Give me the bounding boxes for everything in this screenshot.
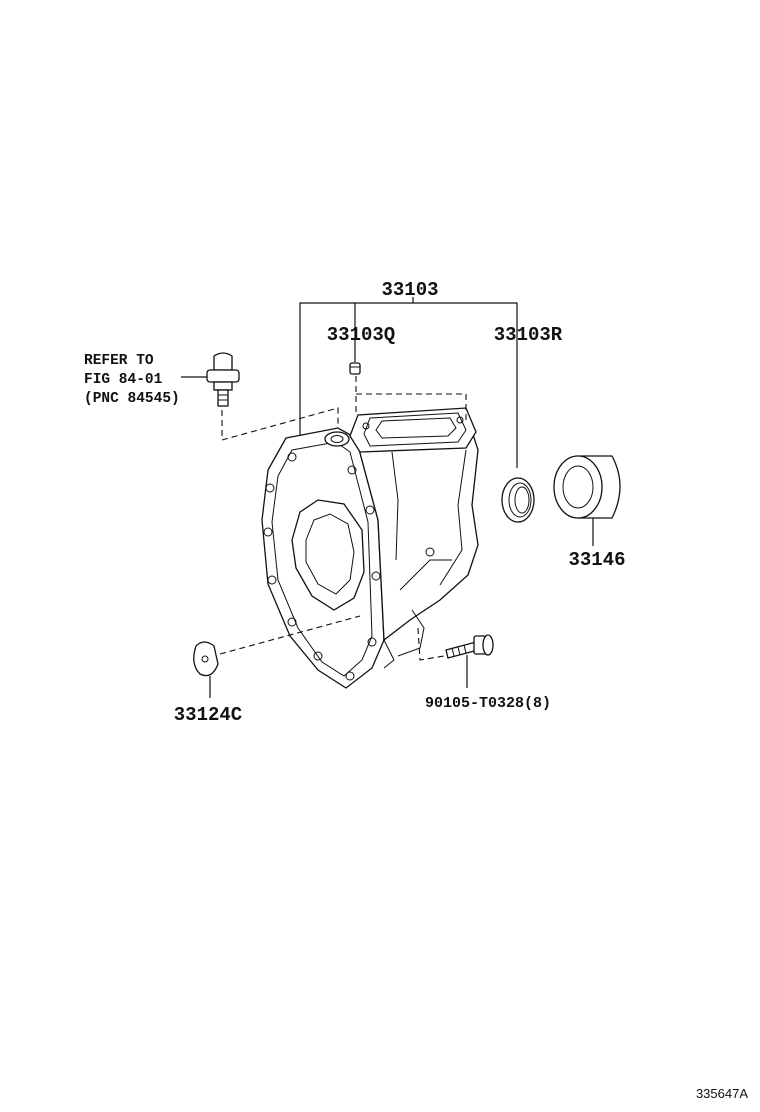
oil-seal-part: [501, 477, 535, 523]
flange-bolt-holes: [263, 416, 464, 681]
label-refer-line3: (PNC 84545): [84, 391, 180, 407]
label-seal: 33103R: [494, 324, 563, 346]
label-plate: 33124C: [174, 704, 242, 726]
label-cover: 33146: [568, 549, 625, 571]
label-plug: 33103Q: [327, 324, 395, 346]
cover-part: [553, 455, 621, 519]
label-bolt: 90105-T0328(8): [425, 695, 551, 712]
diagram-id: 335647A: [696, 1086, 748, 1101]
label-refer-line1: REFER TO: [84, 353, 154, 369]
assembly-bracket: [299, 297, 518, 468]
plate-part: [193, 641, 219, 677]
bolt-part: [445, 634, 494, 659]
plug-part: [349, 362, 361, 375]
label-assembly: 33103: [381, 279, 438, 301]
label-refer-line2: FIG 84-01: [84, 372, 163, 388]
speed-sensor-part: [206, 352, 240, 407]
transmission-case: [261, 407, 479, 689]
